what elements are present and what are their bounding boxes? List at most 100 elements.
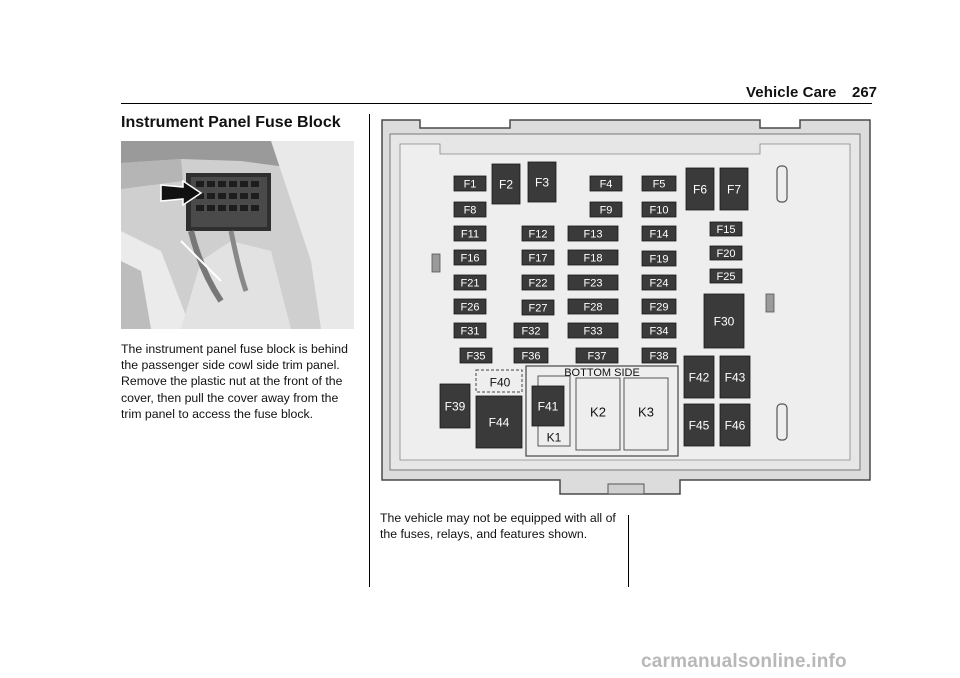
fuse-f30: F30 xyxy=(703,293,745,349)
fuse-label: F8 xyxy=(464,204,477,216)
fuse-f26: F26 xyxy=(453,298,487,315)
fuse-f19: F19 xyxy=(641,250,677,267)
fuse-label: F21 xyxy=(461,277,480,289)
fuse-f43: F43 xyxy=(719,355,751,399)
fuse-label: F5 xyxy=(653,178,666,190)
fuse-label: F38 xyxy=(650,350,669,362)
fuse-f14: F14 xyxy=(641,225,677,242)
fuse-label: F23 xyxy=(584,277,603,289)
fuse-f37: F37 xyxy=(575,347,619,364)
fuse-label: F14 xyxy=(650,228,669,240)
fuse-f23: F23 xyxy=(567,274,619,291)
fuse-label: F10 xyxy=(650,204,669,216)
fuse-label: F29 xyxy=(650,301,669,313)
fuse-f20: F20 xyxy=(709,245,743,261)
fuse-f34: F34 xyxy=(641,322,677,339)
column-divider xyxy=(369,114,370,587)
fuse-label: F22 xyxy=(529,277,548,289)
fuse-label: F43 xyxy=(725,370,746,384)
fuse-f44: F44 xyxy=(475,395,523,449)
fuse-label: F24 xyxy=(650,277,669,289)
fuse-f1: F1 xyxy=(453,175,487,192)
fuse-f16: F16 xyxy=(453,249,487,266)
fuse-f17: F17 xyxy=(521,249,555,266)
diagram-caption: The vehicle may not be equipped with all… xyxy=(380,511,616,542)
fuse-label: F40 xyxy=(490,375,511,389)
fuse-f35: F35 xyxy=(459,347,493,364)
fuse-label: F28 xyxy=(584,301,603,313)
fuse-f11: F11 xyxy=(453,225,487,242)
fuse-f12: F12 xyxy=(521,225,555,242)
fuse-label: K2 xyxy=(590,405,606,420)
fuse-f32: F32 xyxy=(513,322,549,339)
fuse-label: F31 xyxy=(461,325,480,337)
fuse-label: F41 xyxy=(538,399,559,413)
fuse-f27: F27 xyxy=(521,299,555,316)
fuse-f15: F15 xyxy=(709,221,743,237)
relay-k2: K2 xyxy=(590,405,606,420)
fuse-label: F34 xyxy=(650,325,669,337)
fuse-f29: F29 xyxy=(641,298,677,315)
fuse-f6: F6 xyxy=(685,167,715,211)
fuse-label: F19 xyxy=(650,253,669,265)
fuse-label: K3 xyxy=(638,405,654,420)
running-header-section: Vehicle Care xyxy=(746,84,837,101)
relay-k1: K1 xyxy=(547,430,562,444)
fuse-label: F33 xyxy=(584,325,603,337)
fuse-label: F3 xyxy=(535,175,549,189)
fuse-f8: F8 xyxy=(453,201,487,218)
fuse-f5: F5 xyxy=(641,175,677,192)
fuse-label: F27 xyxy=(529,302,548,314)
fuse-block-location-photo xyxy=(121,141,354,329)
fuse-f25: F25 xyxy=(709,268,743,284)
fuse-f33: F33 xyxy=(567,322,619,339)
fuse-label: F13 xyxy=(584,228,603,240)
body-paragraph: The instrument panel fuse block is behin… xyxy=(121,342,348,421)
fuse-label: F4 xyxy=(600,178,613,190)
fuse-f24: F24 xyxy=(641,274,677,291)
fuse-label: F46 xyxy=(725,418,746,432)
fuse-label: F18 xyxy=(584,252,603,264)
fuse-label: F39 xyxy=(445,399,466,413)
fuse-label: F12 xyxy=(529,228,548,240)
fuse-label: F35 xyxy=(467,350,486,362)
fuse-label: F37 xyxy=(588,350,607,362)
fuse-f39: F39 xyxy=(439,383,471,429)
page-number: 267 xyxy=(852,84,878,101)
fuse-f41: F41 xyxy=(531,385,565,427)
fuse-f2: F2 xyxy=(491,163,521,205)
watermark: carmanualsonline.info xyxy=(641,651,847,672)
fuse-label: F36 xyxy=(522,350,541,362)
fuse-label: F6 xyxy=(693,182,707,196)
fuse-f42: F42 xyxy=(683,355,715,399)
column-divider-lower xyxy=(628,515,629,587)
fuse-f46: F46 xyxy=(719,403,751,447)
fuse-label: F20 xyxy=(717,248,736,260)
fuse-label: F11 xyxy=(461,228,479,240)
fuse-f9: F9 xyxy=(589,201,623,218)
fuse-f7: F7 xyxy=(719,167,749,211)
fuse-f36: F36 xyxy=(513,347,549,364)
fuse-label: K1 xyxy=(547,430,562,444)
fuse-f45: F45 xyxy=(683,403,715,447)
fuse-label: F44 xyxy=(489,415,510,429)
fuse-f13: F13 xyxy=(567,225,619,242)
fuse-f28: F28 xyxy=(567,298,619,315)
fuse-label: F15 xyxy=(717,224,736,236)
fuse-label: F25 xyxy=(717,271,736,283)
fuse-f18: F18 xyxy=(567,249,619,266)
fuse-label: F45 xyxy=(689,418,710,432)
fuse-f38: F38 xyxy=(641,347,677,364)
fuse-label: F30 xyxy=(714,314,735,328)
fuse-label: F42 xyxy=(689,370,710,384)
fuse-label: F9 xyxy=(600,204,613,216)
relay-k3: K3 xyxy=(638,405,654,420)
fuse-f10: F10 xyxy=(641,201,677,218)
fuse-label: F26 xyxy=(461,301,480,313)
fuse-label: F7 xyxy=(727,182,741,196)
fuse-f31: F31 xyxy=(453,322,487,339)
fuse-f3: F3 xyxy=(527,161,557,203)
fuse-f40: F40 xyxy=(490,375,511,389)
header-rule xyxy=(121,103,872,104)
